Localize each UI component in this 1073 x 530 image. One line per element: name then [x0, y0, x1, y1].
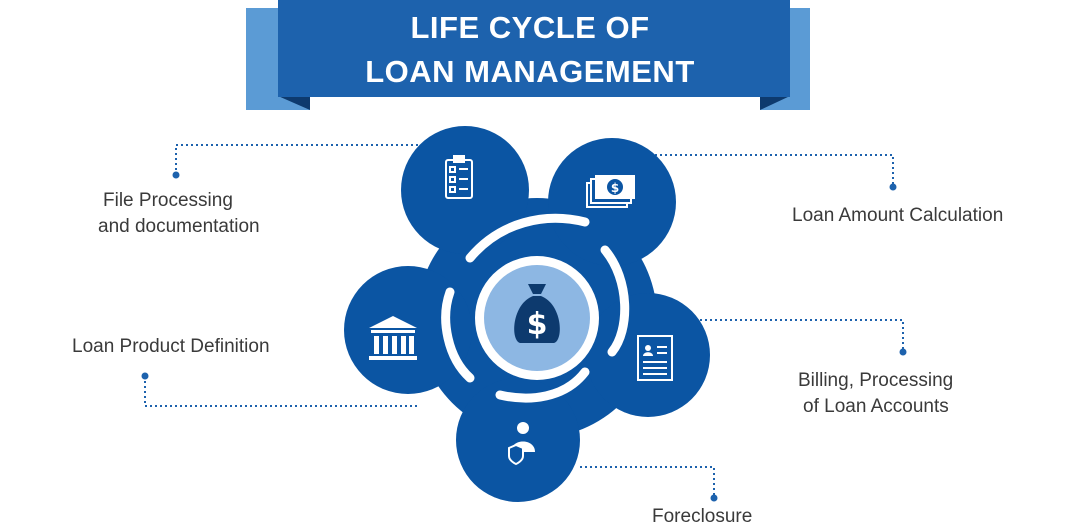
banner-main [278, 0, 790, 97]
title-banner [246, 0, 810, 110]
dot-file-processing [172, 171, 180, 179]
connector-loan-amount [640, 154, 894, 186]
label-billing: Billing, Processing of Loan Accounts [798, 368, 953, 420]
connector-file-processing [175, 144, 428, 175]
money-stack-icon: $ [586, 175, 635, 208]
label-loan-product: Loan Product Definition [72, 336, 270, 357]
banner-right-fold [760, 96, 790, 110]
dot-loan-amount [889, 183, 897, 191]
label-file-processing-line1: File Processing [103, 190, 233, 211]
person-shield-icon [508, 422, 535, 466]
label-file-processing-line2: and documentation [98, 216, 260, 237]
swirl-arc-2 [600, 245, 630, 357]
label-billing-line2: of Loan Accounts [803, 396, 949, 417]
connector-loan-product [144, 376, 420, 407]
swirl-arc-4 [441, 287, 475, 383]
title-line-1: LIFE CYCLE OF [410, 10, 650, 45]
money-bag-icon: $ [514, 284, 560, 343]
checklist-icon [445, 155, 473, 199]
swirl-arc-3 [495, 367, 590, 403]
petal-foreclosure [456, 378, 580, 502]
banner-left-fold [278, 96, 310, 110]
dot-loan-product [141, 372, 149, 380]
dot-billing [899, 348, 907, 356]
document-id-icon [637, 335, 673, 381]
label-foreclosure: Foreclosure [652, 506, 753, 527]
label-billing-line1: Billing, Processing [798, 370, 954, 391]
connector-dots [141, 171, 907, 502]
swirl-arc-1 [465, 213, 590, 263]
dot-foreclosure [710, 494, 718, 502]
bank-building-icon [369, 316, 417, 360]
label-loan-amount: Loan Amount Calculation [792, 205, 1004, 226]
money-bag-symbol: $ [527, 307, 548, 342]
money-stack-symbol: $ [611, 181, 619, 195]
connector-foreclosure [580, 466, 715, 497]
page-title: LIFE CYCLE OF LOAN MANAGEMENT [280, 6, 780, 94]
connectors [144, 144, 904, 497]
title-line-2: LOAN MANAGEMENT [365, 54, 695, 89]
swirl-arcs [441, 213, 630, 403]
connector-billing [700, 319, 904, 351]
label-file-processing: File Processing and documentation [98, 188, 273, 240]
